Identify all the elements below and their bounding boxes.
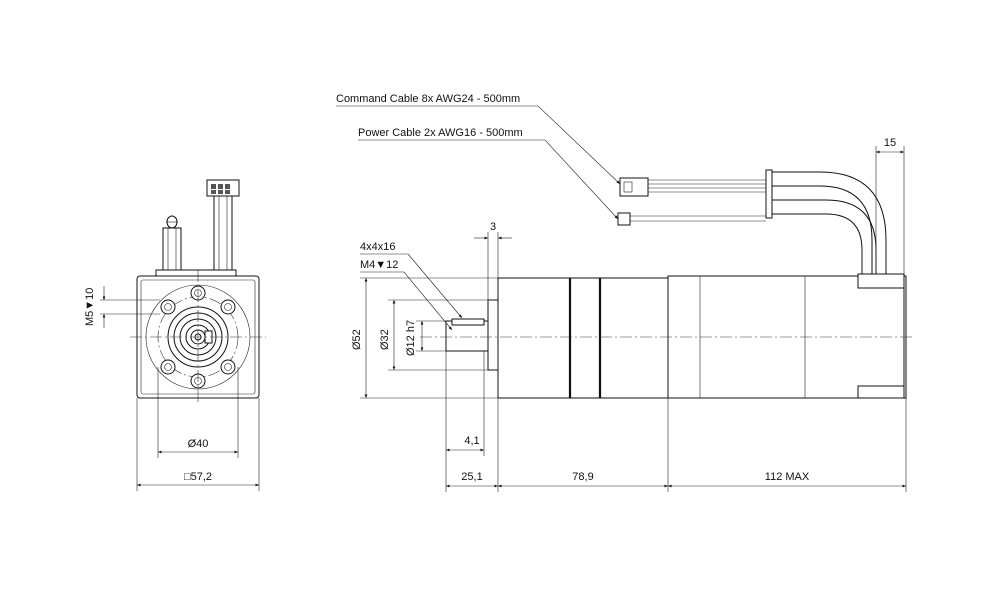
dim-motor-length: 112 MAX bbox=[765, 471, 810, 483]
dim-shaft: Ø12 h7 bbox=[405, 320, 417, 356]
label-key: 4x4x16 bbox=[360, 241, 395, 253]
front-view: M5▼10 Ø40 □57,2 bbox=[84, 179, 266, 491]
front-cable-right bbox=[206, 179, 240, 277]
dim-diameter-52: Ø52 bbox=[351, 329, 363, 350]
dim-gearbox-length: 78,9 bbox=[572, 471, 593, 483]
shaft-key bbox=[451, 318, 485, 326]
front-cable-left bbox=[162, 215, 182, 277]
dim-bolt-circle: Ø40 bbox=[188, 438, 209, 450]
dim-top-3: 3 bbox=[490, 221, 496, 233]
label-command-cable: Command Cable 8x AWG24 - 500mm bbox=[336, 93, 520, 105]
dim-shaft-length: 25,1 bbox=[461, 471, 482, 483]
power-connector bbox=[617, 212, 631, 226]
side-view: Command Cable 8x AWG24 - 500mm Power Cab… bbox=[336, 93, 912, 492]
dim-diameter-32: Ø32 bbox=[379, 329, 391, 350]
gearbox-body bbox=[497, 277, 669, 399]
command-connector bbox=[619, 177, 649, 197]
dim-key-offset: 4,1 bbox=[464, 435, 479, 447]
front-flange bbox=[487, 299, 499, 371]
label-thread: M4▼12 bbox=[360, 259, 398, 271]
output-shaft bbox=[445, 320, 489, 352]
dim-right-15: 15 bbox=[884, 137, 896, 149]
label-power-cable: Power Cable 2x AWG16 - 500mm bbox=[358, 127, 523, 139]
dim-square: □57,2 bbox=[184, 471, 212, 483]
side-cables bbox=[617, 169, 887, 274]
dim-thread-vertical: M5▼10 bbox=[84, 288, 96, 326]
